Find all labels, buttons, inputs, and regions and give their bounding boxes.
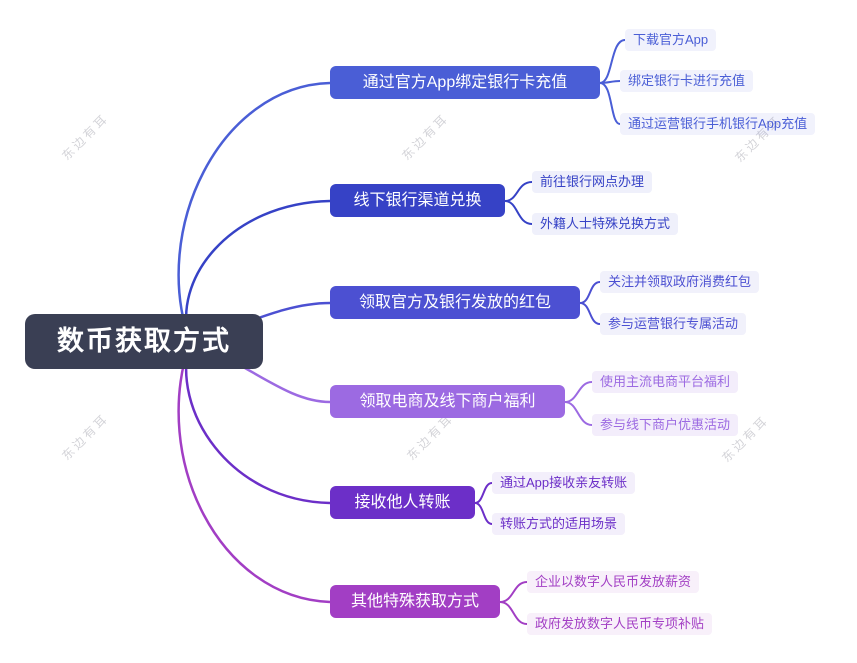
sub-node-6-1[interactable]: 企业以数字人民币发放薪资 bbox=[527, 571, 700, 593]
connector-root-branch6 bbox=[177, 341, 331, 604]
branch-node-5[interactable]: 接收他人转账 bbox=[330, 486, 475, 519]
sub-node-4-2[interactable]: 参与线下商户优惠活动 bbox=[592, 414, 739, 436]
sub-node-1-2[interactable]: 绑定银行卡进行充值 bbox=[620, 70, 754, 92]
sub-node-3-2[interactable]: 参与运营银行专属活动 bbox=[600, 313, 747, 335]
connector-branch2-child2 bbox=[504, 200, 533, 225]
connector-branch5-child2 bbox=[474, 502, 493, 525]
sub-node-6-2[interactable]: 政府发放数字人民币专项补贴 bbox=[527, 613, 713, 635]
connector-branch4-child1 bbox=[564, 381, 593, 403]
connector-branch3-child2 bbox=[579, 302, 601, 325]
branch-node-4[interactable]: 领取电商及线下商户福利 bbox=[330, 385, 565, 418]
sub-node-1-1[interactable]: 下载官方App bbox=[625, 29, 717, 51]
connector-branch1-child3 bbox=[599, 82, 621, 125]
branch-node-3[interactable]: 领取官方及银行发放的红包 bbox=[330, 286, 580, 319]
sub-node-4-1[interactable]: 使用主流电商平台福利 bbox=[592, 371, 739, 393]
branch-node-6[interactable]: 其他特殊获取方式 bbox=[330, 585, 500, 618]
sub-node-2-1[interactable]: 前往银行网点办理 bbox=[532, 171, 653, 193]
sub-node-2-2[interactable]: 外籍人士特殊兑换方式 bbox=[532, 213, 679, 235]
connector-branch6-child2 bbox=[499, 601, 528, 625]
sub-node-1-3[interactable]: 通过运营银行手机银行App充值 bbox=[620, 113, 816, 135]
connector-branch6-child1 bbox=[499, 581, 528, 603]
sub-node-5-1[interactable]: 通过App接收亲友转账 bbox=[492, 472, 636, 494]
connector-root-branch1 bbox=[177, 81, 331, 343]
connector-branch3-child1 bbox=[579, 281, 601, 304]
branch-node-2[interactable]: 线下银行渠道兑换 bbox=[330, 184, 505, 217]
connector-branch5-child1 bbox=[474, 482, 493, 504]
sub-node-3-1[interactable]: 关注并领取政府消费红包 bbox=[600, 271, 760, 293]
connector-branch2-child1 bbox=[504, 181, 533, 202]
connector-branch4-child2 bbox=[564, 401, 593, 426]
sub-node-5-2[interactable]: 转账方式的适用场景 bbox=[492, 513, 626, 535]
connector-branch1-child1 bbox=[599, 39, 626, 84]
branch-node-1[interactable]: 通过官方App绑定银行卡充值 bbox=[330, 66, 600, 99]
root-node[interactable]: 数币获取方式 bbox=[25, 314, 263, 369]
